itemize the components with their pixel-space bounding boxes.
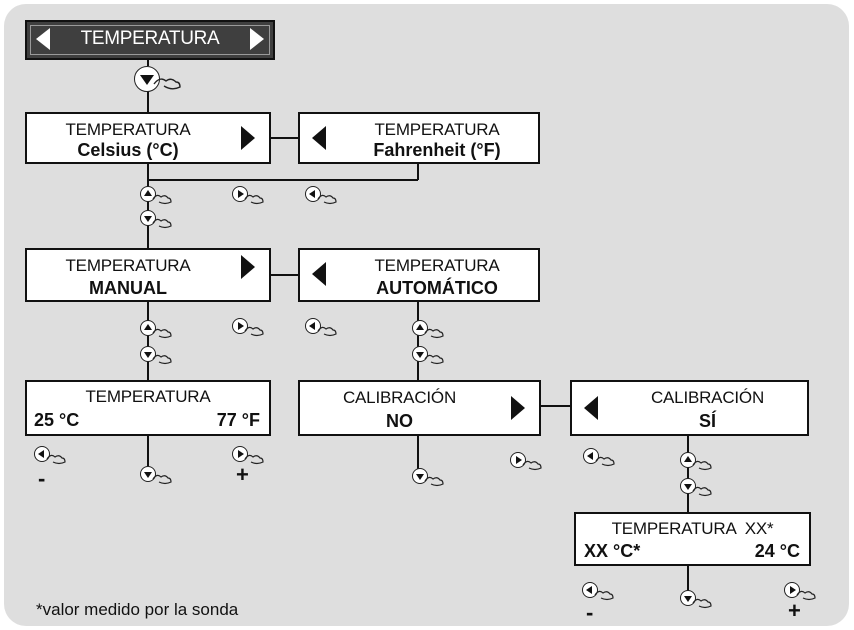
box-temperature-reading: TEMPERATURA 25 °C 77 °F: [25, 380, 271, 436]
box-value: NO: [386, 411, 413, 431]
box-value: MANUAL: [89, 278, 167, 298]
press-right-button-icon: [784, 582, 818, 604]
press-right-button-icon: [232, 318, 266, 340]
box-value: Fahrenheit (°F): [373, 140, 501, 160]
press-left-button-icon: [34, 446, 68, 468]
plus-sign: +: [788, 598, 801, 623]
box-label: TEMPERATURA: [374, 256, 500, 275]
right-arrow-icon: [241, 126, 255, 150]
press-up-button-icon: [140, 320, 174, 342]
box-celsius: TEMPERATURA Celsius (°C): [25, 112, 271, 164]
header-title: TEMPERATURA: [80, 28, 220, 49]
celsius-value: 25 °C: [34, 410, 80, 430]
press-left-button-icon: [582, 582, 616, 604]
press-down-button-icon: [140, 210, 174, 232]
box-label: CALIBRACIÓN: [650, 388, 765, 407]
fahrenheit-value: 77 °F: [216, 410, 260, 430]
press-left-button-icon: [305, 186, 339, 208]
box-label: CALIBRACIÓN: [342, 388, 457, 407]
box-label: TEMPERATURA XX*: [611, 519, 774, 538]
press-up-button-icon: [412, 320, 446, 342]
press-right-button-icon: [510, 452, 544, 474]
box-value: Celsius (°C): [77, 140, 179, 160]
right-arrow-icon: [511, 396, 525, 420]
press-left-button-icon: [583, 448, 617, 470]
box-value: SÍ: [698, 411, 716, 431]
press-up-button-icon: [680, 452, 714, 474]
box-label: TEMPERATURA: [374, 120, 500, 139]
press-down-button-icon: [680, 478, 714, 500]
minus-sign: -: [38, 466, 46, 491]
box-automatico: TEMPERATURA AUTOMÁTICO: [298, 248, 540, 302]
press-down-button-icon: [140, 466, 174, 488]
minus-sign: -: [586, 600, 594, 625]
box-fahrenheit: TEMPERATURA Fahrenheit (°F): [298, 112, 540, 164]
left-arrow-icon: [312, 262, 326, 286]
target-celsius-value: 24 °C: [754, 541, 800, 561]
plus-sign: +: [236, 462, 249, 487]
press-down-button-icon: [134, 66, 184, 96]
box-label: TEMPERATURA: [65, 256, 191, 275]
box-calibration-no: CALIBRACIÓN NO: [298, 380, 541, 436]
press-down-button-icon: [680, 590, 714, 612]
box-label: TEMPERATURA: [65, 120, 191, 139]
press-down-button-icon: [412, 346, 446, 368]
left-arrow-icon: [36, 28, 50, 50]
press-up-button-icon: [140, 186, 174, 208]
measured-celsius-value: XX °C*: [584, 541, 641, 561]
right-arrow-icon: [241, 255, 255, 279]
header-display: TEMPERATURA: [25, 20, 275, 60]
press-down-button-icon: [140, 346, 174, 368]
press-right-button-icon: [232, 186, 266, 208]
press-right-button-icon: [232, 446, 266, 468]
left-arrow-icon: [584, 396, 598, 420]
left-arrow-icon: [312, 126, 326, 150]
box-value: AUTOMÁTICO: [376, 278, 498, 298]
press-left-button-icon: [305, 318, 339, 340]
footnote: *valor medido por la sonda: [36, 600, 239, 619]
box-calibration-si: CALIBRACIÓN SÍ: [570, 380, 809, 436]
box-manual: TEMPERATURA MANUAL: [25, 248, 271, 302]
box-label: TEMPERATURA: [85, 387, 211, 406]
box-measured-temperature: TEMPERATURA XX* XX °C* 24 °C: [574, 512, 811, 566]
press-down-button-icon: [412, 468, 446, 490]
right-arrow-icon: [250, 28, 264, 50]
